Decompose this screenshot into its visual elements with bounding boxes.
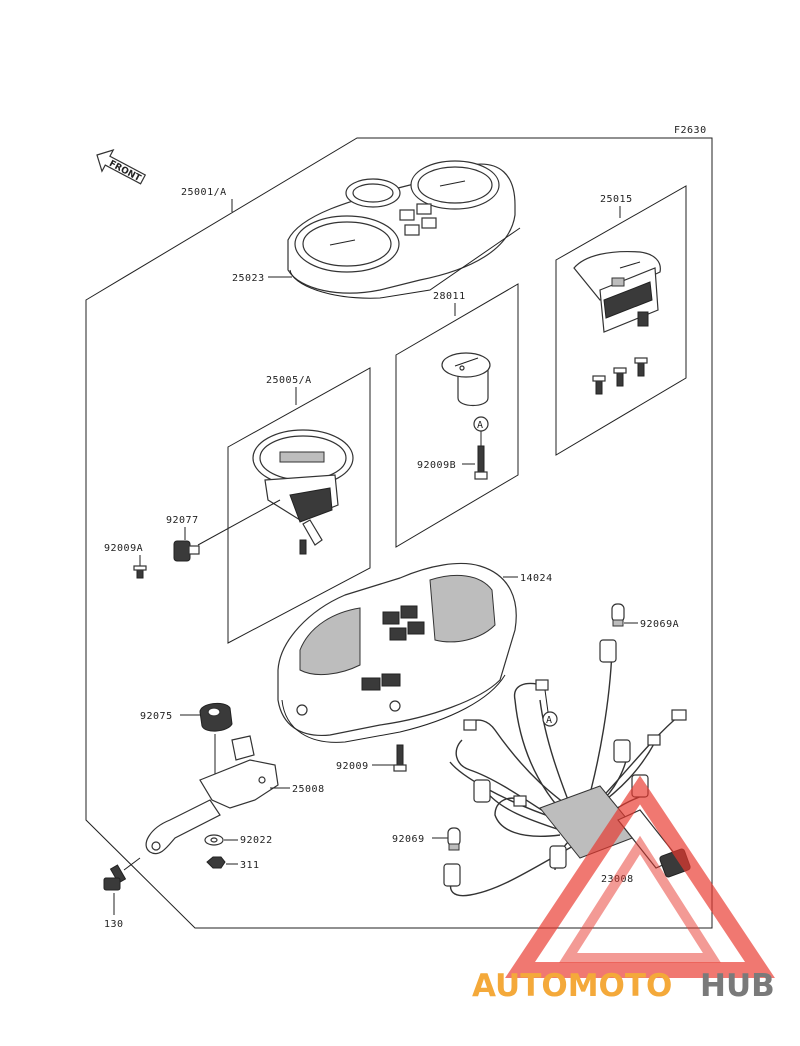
assembly-boundary (85, 137, 713, 929)
fuel-gauge (573, 250, 661, 333)
label-92077: 92077 (166, 515, 199, 526)
label-92009a: 92009A (104, 543, 143, 554)
label-25015: 25015 (600, 194, 633, 205)
bulb-92069a (611, 603, 625, 627)
label-92009: 92009 (336, 761, 369, 772)
label-92075: 92075 (140, 711, 173, 722)
label-92069a: 92069A (640, 619, 679, 630)
figure-code: F2630 (674, 125, 707, 136)
label-311: 311 (240, 860, 260, 871)
label-circle-a-2: A (546, 715, 553, 726)
washer-92022 (204, 834, 224, 846)
front-label: FRONT (107, 159, 143, 184)
label-25005a: 25005/A (266, 375, 312, 386)
label-25008: 25008 (292, 784, 325, 795)
front-arrow: FRONT (96, 149, 147, 185)
temperature-gauge (441, 352, 491, 407)
screw-92009 (393, 744, 407, 772)
speedometer (252, 429, 354, 555)
box-25015 (555, 185, 687, 456)
label-25023: 25023 (232, 273, 265, 284)
bulb-92069 (447, 827, 461, 851)
grommet-92075 (199, 702, 233, 732)
label-circle-a-1: A (477, 420, 484, 431)
label-28011: 28011 (433, 291, 466, 302)
screw-92009b (474, 445, 488, 480)
circle-a-2 (542, 711, 558, 727)
meter-cover (287, 160, 521, 299)
label-14024: 14024 (520, 573, 553, 584)
box-25005a (227, 367, 371, 644)
watermark-text-part1: AUTOMOTO (472, 968, 672, 1004)
label-25001a: 25001/A (181, 187, 227, 198)
label-92069: 92069 (392, 834, 425, 845)
bolt-130 (103, 864, 127, 891)
label-92009b: 92009B (417, 460, 456, 471)
box-28011 (395, 283, 519, 548)
bracket-25008 (145, 735, 279, 855)
screw-92009a (133, 565, 147, 579)
label-130: 130 (104, 919, 124, 930)
label-92022: 92022 (240, 835, 273, 846)
watermark-text-part2: HUB (700, 968, 775, 1004)
screws-25015 (592, 357, 648, 395)
trip-knob (173, 540, 200, 562)
watermark-logo (505, 775, 775, 978)
meter-case (277, 562, 517, 743)
watermark-triangle-icon (505, 775, 775, 978)
nut-311 (206, 856, 226, 869)
